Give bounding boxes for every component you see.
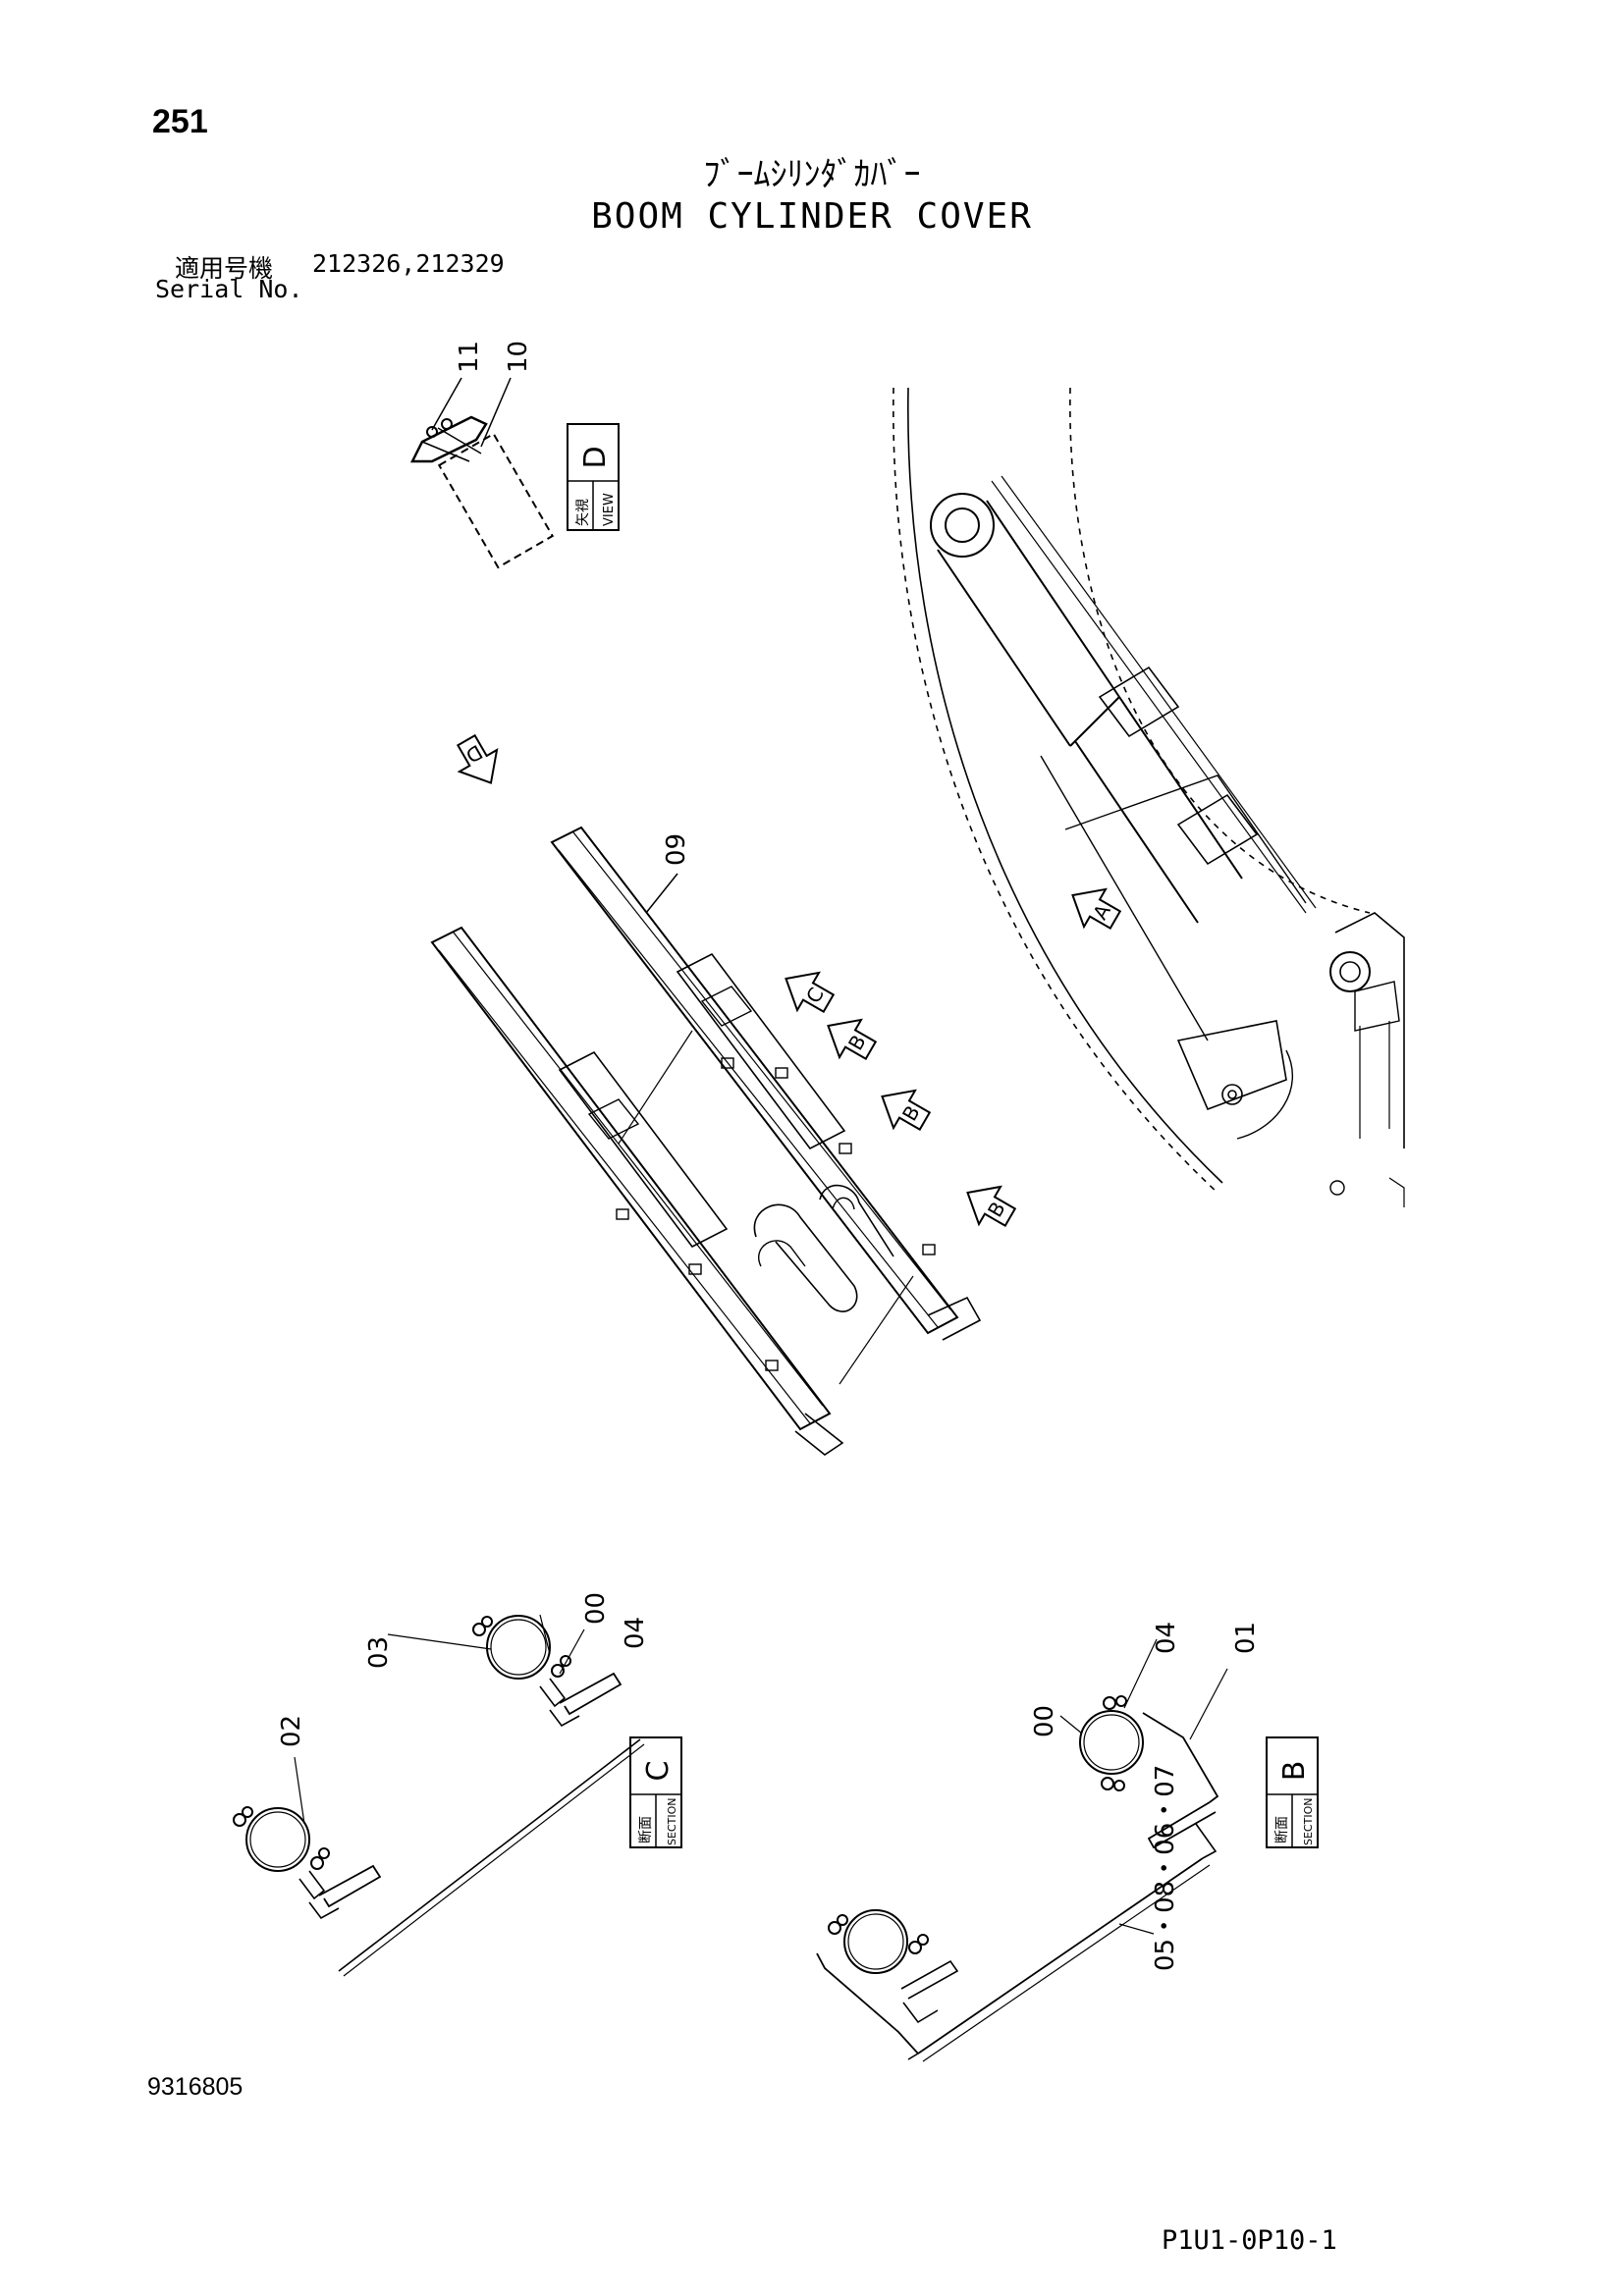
drawing-code: P1U1-0P10-1 (1162, 2225, 1337, 2256)
serial-label-en: Serial No. (155, 275, 303, 303)
callout-09: 09 (662, 833, 691, 866)
section-c-detail: 00 04 03 02 C 断面 SECTION (233, 1592, 682, 1977)
doc-number: 9316805 (147, 2073, 244, 2101)
view-arrow-d-0: D (456, 733, 499, 784)
view-d-letter: D (578, 446, 613, 468)
view-arrow-b-2: B (827, 1018, 878, 1061)
callout-c-03: 03 (364, 1636, 394, 1669)
callout-b-05-08-06-07: 05・08・06・07 (1151, 1765, 1180, 1971)
title-english: BOOM CYLINDER COVER (591, 196, 1033, 237)
callout-c-02: 02 (277, 1715, 306, 1747)
serial-values: 212326,212329 (312, 249, 505, 278)
cover-assembly: 09 (430, 826, 982, 1456)
callout-b-01: 01 (1231, 1622, 1261, 1654)
callout-11: 11 (455, 341, 484, 373)
section-b-jp: 断面 (1274, 1816, 1290, 1843)
view-arrow-c-1: C (785, 971, 836, 1014)
boom-side-view (893, 387, 1405, 1207)
callout-c-00: 00 (581, 1592, 611, 1625)
section-b-detail: 04 01 00 05・08・06・07 B 断面 SECTION (816, 1622, 1319, 2062)
page-number: 251 (152, 103, 208, 140)
callout-c-04: 04 (621, 1617, 650, 1649)
section-c-jp: 断面 (638, 1816, 654, 1843)
view-d-detail: 11 10 D 矢視 VIEW (409, 341, 620, 569)
cover-left (430, 926, 844, 1456)
section-c-label: C 断面 SECTION (629, 1736, 682, 1848)
view-arrow-b-3: B (881, 1089, 932, 1132)
view-arrow-b-4: B (966, 1185, 1017, 1228)
callout-b-00: 00 (1030, 1705, 1059, 1737)
section-c-letter: C (641, 1761, 676, 1782)
title-japanese: ﾌﾞｰﾑｼﾘﾝﾀﾞｶﾊﾞｰ (703, 155, 921, 194)
view-d-jp: 矢視 (575, 499, 591, 526)
serial-label-jp: 適用号機 (175, 254, 274, 283)
view-d-en: VIEW (602, 493, 617, 526)
callout-10: 10 (504, 341, 533, 373)
section-b-en: SECTION (1302, 1798, 1315, 1845)
section-b-letter: B (1277, 1761, 1312, 1782)
section-b-label: B 断面 SECTION (1266, 1736, 1319, 1848)
cover-right (550, 826, 982, 1341)
callout-b-04: 04 (1152, 1622, 1181, 1654)
section-c-en: SECTION (666, 1798, 678, 1845)
view-d-label: D 矢視 VIEW (567, 423, 620, 531)
